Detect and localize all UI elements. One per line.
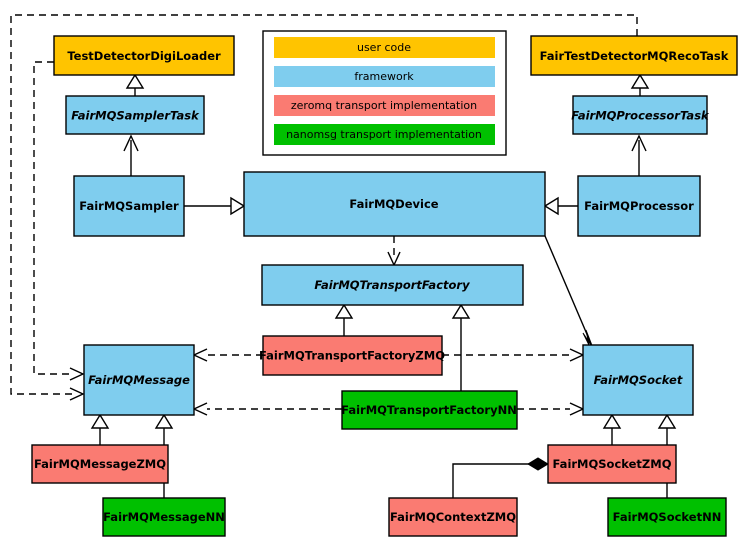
node-FairMQMessage[interactable]: FairMQMessage xyxy=(83,344,195,416)
edge-sampler-to-samplertask xyxy=(123,134,139,176)
node-label: FairMQDevice xyxy=(349,197,438,211)
node-rect xyxy=(83,344,195,416)
node-rect xyxy=(53,35,235,76)
edge-factoryzmq-to-message xyxy=(192,348,263,362)
node-label: FairMQProcessor xyxy=(584,199,694,213)
node-FairMQTransportFactoryZMQ[interactable]: FairMQTransportFactoryZMQ xyxy=(259,335,445,376)
edge-device-to-socket xyxy=(544,235,594,349)
node-FairMQMessageNN[interactable]: FairMQMessageNN xyxy=(102,497,226,537)
legend-label: framework xyxy=(354,70,414,83)
node-rect xyxy=(243,171,546,237)
node-FairMQContextZMQ[interactable]: FairMQContextZMQ xyxy=(388,497,518,537)
edge-factoryzmq-to-socket xyxy=(442,348,585,362)
legend-swatch xyxy=(274,95,495,116)
node-label: FairMQTransportFactoryZMQ xyxy=(259,349,445,363)
node-rect xyxy=(582,344,694,416)
node-label: FairMQSocket xyxy=(594,373,683,387)
node-rect xyxy=(102,497,226,537)
node-FairMQDevice[interactable]: FairMQDevice xyxy=(243,171,546,237)
edge-device-to-transportfactory xyxy=(387,236,401,267)
node-FairMQSampler[interactable]: FairMQSampler xyxy=(73,175,185,237)
edge-digiloader-to-samplertask xyxy=(125,73,145,96)
edge-digiloader-to-message xyxy=(33,61,85,381)
edge-messagezmq-to-message xyxy=(90,413,110,445)
legend-item-zeromq: zeromq transport implementation xyxy=(274,95,495,116)
legend-item-user-code: user code xyxy=(274,37,495,58)
node-rect xyxy=(65,95,205,135)
legend-swatch xyxy=(274,66,495,87)
edge-processor-to-device xyxy=(543,196,578,216)
node-FairMQTransportFactory[interactable]: FairMQTransportFactory xyxy=(261,264,524,306)
edge-recotask-to-processortask xyxy=(630,73,650,96)
node-label: FairMQTransportFactoryNN xyxy=(341,403,517,417)
node-label: TestDetectorDigiLoader xyxy=(67,49,221,63)
node-FairMQTransportFactoryNN[interactable]: FairMQTransportFactoryNN xyxy=(341,390,518,430)
node-rect xyxy=(547,444,677,484)
edge-recotask-to-message xyxy=(10,14,638,401)
edge-factorynn-to-message xyxy=(192,402,342,416)
node-rect xyxy=(572,95,708,135)
node-rect xyxy=(31,444,169,484)
legend-label: nanomsg transport implementation xyxy=(286,128,482,141)
node-layer: TestDetectorDigiLoader FairTestDetectorM… xyxy=(31,35,738,537)
edge-factorynn-to-socket xyxy=(517,402,585,416)
legend-swatch xyxy=(274,37,495,58)
edge-contextzmq-to-socketzmq xyxy=(452,457,549,498)
legend-item-nanomsg: nanomsg transport implementation xyxy=(274,124,495,145)
node-label: FairMQSampler xyxy=(79,199,179,213)
edge-factoryzmq-to-factory xyxy=(334,303,354,336)
node-FairMQProcessorTask[interactable]: FairMQProcessorTask xyxy=(571,95,710,135)
node-label: FairMQMessageNN xyxy=(103,510,225,524)
legend-label: zeromq transport implementation xyxy=(291,99,477,112)
node-label: FairMQSocketNN xyxy=(613,510,722,524)
node-label: FairMQProcessorTask xyxy=(571,109,710,123)
node-rect xyxy=(262,335,443,376)
color-legend: user code framework zeromq transport imp… xyxy=(262,30,507,156)
legend-label: user code xyxy=(357,41,411,54)
node-FairMQSocketNN[interactable]: FairMQSocketNN xyxy=(607,497,727,537)
node-FairMQMessageZMQ[interactable]: FairMQMessageZMQ xyxy=(31,444,169,484)
node-label: FairTestDetectorMQRecoTask xyxy=(540,49,729,63)
node-FairTestDetectorMQRecoTask[interactable]: FairTestDetectorMQRecoTask xyxy=(530,35,738,76)
edge-socketzmq-to-socket xyxy=(602,413,622,445)
legend-swatch xyxy=(274,124,495,145)
node-rect xyxy=(261,264,524,306)
node-label: FairMQSocketZMQ xyxy=(553,457,672,471)
node-label: FairMQMessageZMQ xyxy=(34,457,166,471)
node-label: FairMQSamplerTask xyxy=(71,109,200,123)
node-FairMQSocket[interactable]: FairMQSocket xyxy=(582,344,694,416)
node-rect xyxy=(530,35,738,76)
node-rect xyxy=(607,497,727,537)
node-rect xyxy=(388,497,518,537)
node-label: FairMQMessage xyxy=(88,373,190,387)
node-rect xyxy=(73,175,185,237)
edge-processor-to-processortask xyxy=(631,134,647,176)
node-FairMQProcessor[interactable]: FairMQProcessor xyxy=(577,175,701,237)
node-label: FairMQContextZMQ xyxy=(390,510,516,524)
node-rect xyxy=(577,175,701,237)
node-label: FairMQTransportFactory xyxy=(314,278,470,292)
node-rect xyxy=(341,390,518,430)
node-FairMQSocketZMQ[interactable]: FairMQSocketZMQ xyxy=(547,444,677,484)
node-TestDetectorDigiLoader[interactable]: TestDetectorDigiLoader xyxy=(53,35,235,76)
node-FairMQSamplerTask[interactable]: FairMQSamplerTask xyxy=(65,95,205,135)
legend-item-framework: framework xyxy=(274,66,495,87)
edge-factorynn-to-factory xyxy=(451,303,471,391)
edge-sampler-to-device xyxy=(184,196,246,216)
